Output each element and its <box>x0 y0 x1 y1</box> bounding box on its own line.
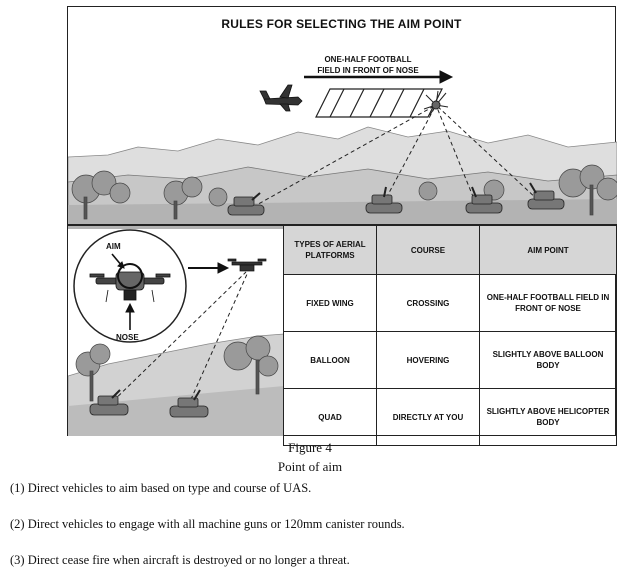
figure-title: RULES FOR SELECTING THE AIM POINT <box>221 17 462 31</box>
instruction-item-3: (3) Direct cease fire when aircraft is d… <box>10 553 350 567</box>
tree-group-left <box>71 170 228 220</box>
aim-circle <box>117 263 143 289</box>
tank-icon-6 <box>169 389 209 418</box>
aim-pointer-arrow <box>111 253 125 269</box>
table-header-platform: TYPES OF AERIAL PLATFORMS <box>283 225 377 275</box>
table-row: BALLOON HOVERING SLIGHTLY ABOVE BALLOON … <box>283 331 617 389</box>
table-cell: ONE-HALF FOOTBALL FIELD IN FRONT OF NOSE <box>479 274 617 332</box>
arrow-label: ONE-HALF FOOTBALL FIELD IN FRONT OF NOSE <box>293 54 443 76</box>
figure-number: Figure 4 <box>288 440 332 455</box>
table-row: FIXED WING CROSSING ONE-HALF FOOTBALL FI… <box>283 274 617 332</box>
tank-icon-4 <box>527 182 565 210</box>
instruction-item-2: (2) Direct vehicles to engage with all m… <box>10 517 405 531</box>
table-header-course: COURSE <box>376 225 480 275</box>
line-of-fire-lines-lower <box>107 271 249 407</box>
fixed-wing-engagement-illustration <box>68 70 617 229</box>
table-cell: CROSSING <box>376 274 480 332</box>
aim-point-figure: RULES FOR SELECTING THE AIM POINT ONE-HA… <box>67 6 617 446</box>
table-cell: FIXED WING <box>283 274 377 332</box>
quad-drone-icon <box>227 258 267 272</box>
tank-icon-1 <box>227 192 265 216</box>
half-football-field-hatch <box>315 88 443 118</box>
table-header-row: TYPES OF AERIAL PLATFORMS COURSE AIM POI… <box>283 225 617 275</box>
tank-icon-3 <box>465 186 503 214</box>
aim-point-table: TYPES OF AERIAL PLATFORMS COURSE AIM POI… <box>283 225 617 446</box>
quad-engagement-illustration <box>68 229 284 436</box>
table-cell: QUAD <box>283 388 377 446</box>
fixed-wing-aircraft-icon <box>259 84 303 112</box>
inset-aim-label: AIM <box>106 242 121 251</box>
nose-pointer-arrow <box>125 302 135 330</box>
tree-group-right <box>418 164 617 216</box>
arrow-label-line-1: ONE-HALF FOOTBALL <box>324 55 412 64</box>
table-cell: HOVERING <box>376 331 480 389</box>
inset-to-drone-arrow <box>188 262 230 274</box>
table-header-aim-point: AIM POINT <box>479 225 617 275</box>
inset-nose-label: NOSE <box>116 333 139 342</box>
instruction-item-1: (1) Direct vehicles to aim based on type… <box>10 481 312 495</box>
table-cell: DIRECTLY AT YOU <box>376 388 480 446</box>
table-cell: BALLOON <box>283 331 377 389</box>
aim-burst-icon <box>423 90 449 116</box>
tree-group-lower <box>75 335 279 402</box>
tank-icon-2 <box>365 186 403 214</box>
table-row: QUAD DIRECTLY AT YOU SLIGHTLY ABOVE HELI… <box>283 388 617 446</box>
table-cell: SLIGHTLY ABOVE BALLOON BODY <box>479 331 617 389</box>
figure-caption: Point of aim <box>277 459 343 474</box>
tank-icon-5 <box>89 389 129 416</box>
arrow-right <box>304 70 454 84</box>
table-cell: SLIGHTLY ABOVE HELICOPTER BODY <box>479 388 617 446</box>
arrow-label-line-2: FIELD IN FRONT OF NOSE <box>317 66 419 75</box>
figure-divider <box>68 224 617 226</box>
line-of-fire-lines <box>252 104 539 208</box>
